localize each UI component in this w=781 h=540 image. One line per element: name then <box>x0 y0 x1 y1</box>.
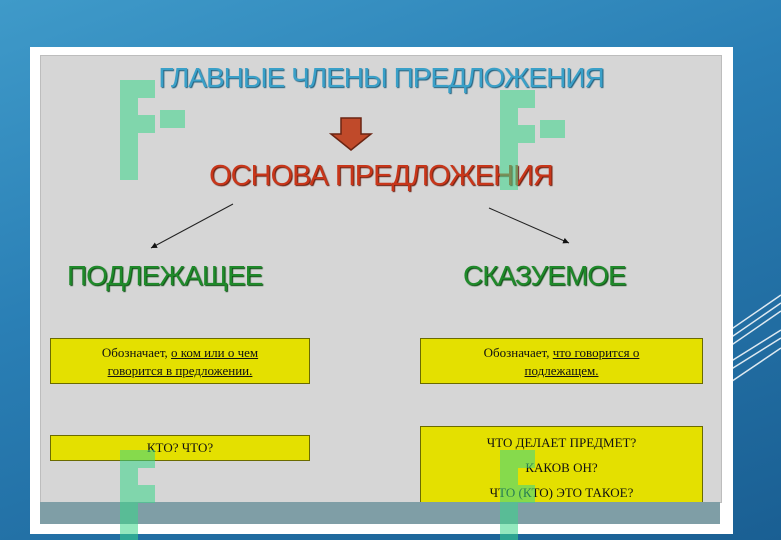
footer-bar <box>40 502 720 524</box>
connector-arrows <box>150 203 570 249</box>
heading-predicate: СКАЗУЕМОЕ <box>463 260 627 291</box>
right-connector <box>488 207 570 244</box>
predicate-definition-underlined-2: подлежащем. <box>524 363 599 378</box>
predicate-definition-underlined-1: что говорится о <box>552 345 640 360</box>
heading-subject: ПОДЛЕЖАЩЕЕ <box>67 260 263 291</box>
predicate-definition-box: Обозначает, что говорится о подлежащем. <box>420 338 703 384</box>
subtitle: ОСНОВА ПРЕДЛОЖЕНИЯ <box>209 160 554 192</box>
left-connector <box>150 203 234 249</box>
predicate-question-1: ЧТО ДЕЛАЕТ ПРЕДМЕТ? <box>486 435 637 450</box>
subject-definition-box: Обозначает, о ком или о чем говорится в … <box>50 338 310 384</box>
watermark-logo <box>120 80 185 180</box>
page-title: ГЛАВНЫЕ ЧЛЕНЫ ПРЕДЛОЖЕНИЯ <box>158 62 604 93</box>
subject-questions-box: КТО? ЧТО? <box>50 435 310 461</box>
subject-definition-prefix: Обозначает, <box>101 345 172 360</box>
predicate-questions-box: ЧТО ДЕЛАЕТ ПРЕДМЕТ? КАКОВ ОН? ЧТО (КТО) … <box>420 426 703 508</box>
predicate-definition-prefix: Обозначает, <box>483 345 553 360</box>
predicate-question-2: КАКОВ ОН? <box>525 460 598 475</box>
watermark-logo <box>120 450 155 540</box>
watermark-logo <box>500 90 565 190</box>
arrow-down-icon <box>328 117 374 151</box>
watermark-logo <box>500 450 535 540</box>
subject-definition-underlined-2: говорится в предложении. <box>107 363 253 378</box>
subject-definition-underlined-1: о ком или о чем <box>171 345 259 360</box>
subject-questions: КТО? ЧТО? <box>146 440 214 455</box>
